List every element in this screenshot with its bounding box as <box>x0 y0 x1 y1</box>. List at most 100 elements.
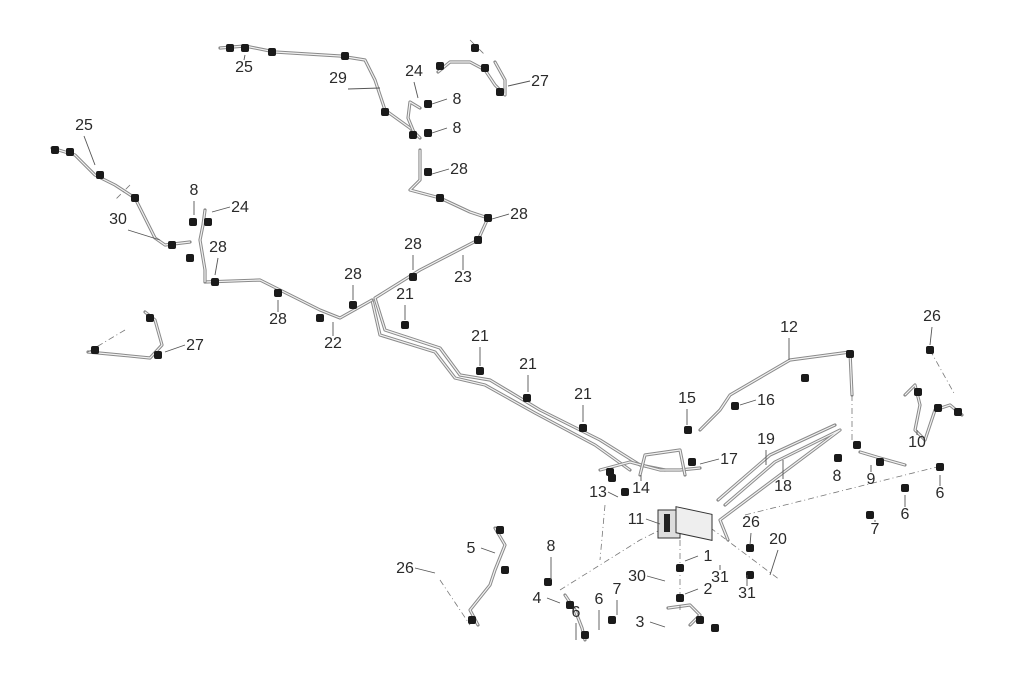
fitting <box>566 601 574 609</box>
callout-21: 21 <box>519 356 537 373</box>
fitting <box>876 458 884 466</box>
callout-26: 26 <box>396 560 414 577</box>
fitting <box>409 273 417 281</box>
fitting <box>381 108 389 116</box>
fitting <box>436 62 444 70</box>
callout-26: 26 <box>923 308 941 325</box>
fitting <box>424 100 432 108</box>
fitting <box>226 44 234 52</box>
leader-line <box>414 567 436 574</box>
callout-6: 6 <box>936 485 945 502</box>
fitting <box>676 594 684 602</box>
assembly-line <box>744 464 946 516</box>
brake-pipe-highlight <box>469 527 506 626</box>
fitting <box>474 236 482 244</box>
fitting <box>866 511 874 519</box>
fitting <box>476 367 484 375</box>
fitting <box>96 171 104 179</box>
assembly-line <box>929 349 956 396</box>
brake-pipe-highlight <box>199 209 206 282</box>
callout-1: 1 <box>704 548 713 565</box>
fitting <box>154 351 162 359</box>
callout-14: 14 <box>632 480 650 497</box>
fitting <box>934 404 942 412</box>
fitting <box>684 426 692 434</box>
leader-line <box>83 135 96 166</box>
callout-27: 27 <box>531 73 549 90</box>
callout-13: 13 <box>589 484 607 501</box>
callout-31: 31 <box>711 569 729 586</box>
brake-pipe-highlight <box>599 461 701 471</box>
callout-8: 8 <box>453 91 462 108</box>
callout-28: 28 <box>450 161 468 178</box>
callout-24: 24 <box>231 199 249 216</box>
fitting <box>189 218 197 226</box>
fitting <box>316 314 324 322</box>
leader-line <box>164 344 186 353</box>
leader-line <box>243 54 246 61</box>
fitting <box>901 484 909 492</box>
leader-line <box>684 588 699 595</box>
fitting <box>241 44 249 52</box>
fitting <box>523 394 531 402</box>
leader-line <box>739 399 757 406</box>
callout-17: 17 <box>720 451 738 468</box>
assembly-line <box>699 519 781 581</box>
fitting <box>914 388 922 396</box>
brake-pipe-highlight <box>374 150 666 471</box>
fitting <box>936 463 944 471</box>
fitting <box>51 146 59 154</box>
brake-pipe-highlight <box>667 604 701 626</box>
fitting <box>401 321 409 329</box>
fitting <box>746 571 754 579</box>
brake-pipe <box>373 148 667 472</box>
brake-pipe <box>666 603 702 627</box>
brake-pipe <box>50 146 192 247</box>
fitting <box>926 346 934 354</box>
leader-line <box>684 555 699 562</box>
fitting <box>274 289 282 297</box>
brake-pipe-highlight <box>717 424 836 501</box>
fitting <box>544 578 552 586</box>
fitting <box>341 52 349 60</box>
assembly-line <box>114 184 131 201</box>
callout-3: 3 <box>636 614 645 631</box>
callout-8: 8 <box>453 120 462 137</box>
assembly-line <box>469 39 486 56</box>
callout-25: 25 <box>75 117 93 134</box>
callout-28: 28 <box>269 311 287 328</box>
fittings <box>51 44 962 639</box>
fitting <box>66 148 74 156</box>
brake-pipe-highlight <box>699 351 851 431</box>
callout-4: 4 <box>533 590 542 607</box>
callout-8: 8 <box>833 468 842 485</box>
callout-2: 2 <box>704 581 713 598</box>
fitting <box>481 64 489 72</box>
callout-11: 11 <box>628 511 645 528</box>
leader-line <box>649 621 666 628</box>
assembly-line <box>599 504 606 561</box>
callout-31: 31 <box>738 585 756 602</box>
brake-pipe-highlight <box>51 147 191 246</box>
fitting <box>846 350 854 358</box>
fitting <box>731 402 739 410</box>
callout-25: 25 <box>235 59 253 76</box>
fitting <box>688 458 696 466</box>
callout-21: 21 <box>396 286 414 303</box>
fitting <box>484 214 492 222</box>
leader-line <box>347 87 381 90</box>
callout-21: 21 <box>471 328 489 345</box>
callout-18: 18 <box>774 478 792 495</box>
callout-30: 30 <box>109 211 127 228</box>
fitting <box>496 88 504 96</box>
leader-line <box>431 98 448 105</box>
brake-pipe-highlight <box>371 299 631 471</box>
fitting <box>186 254 194 262</box>
fitting <box>621 488 629 496</box>
callout-23: 23 <box>454 269 472 286</box>
leader-line <box>607 491 619 498</box>
fitting <box>581 631 589 639</box>
fitting <box>146 314 154 322</box>
